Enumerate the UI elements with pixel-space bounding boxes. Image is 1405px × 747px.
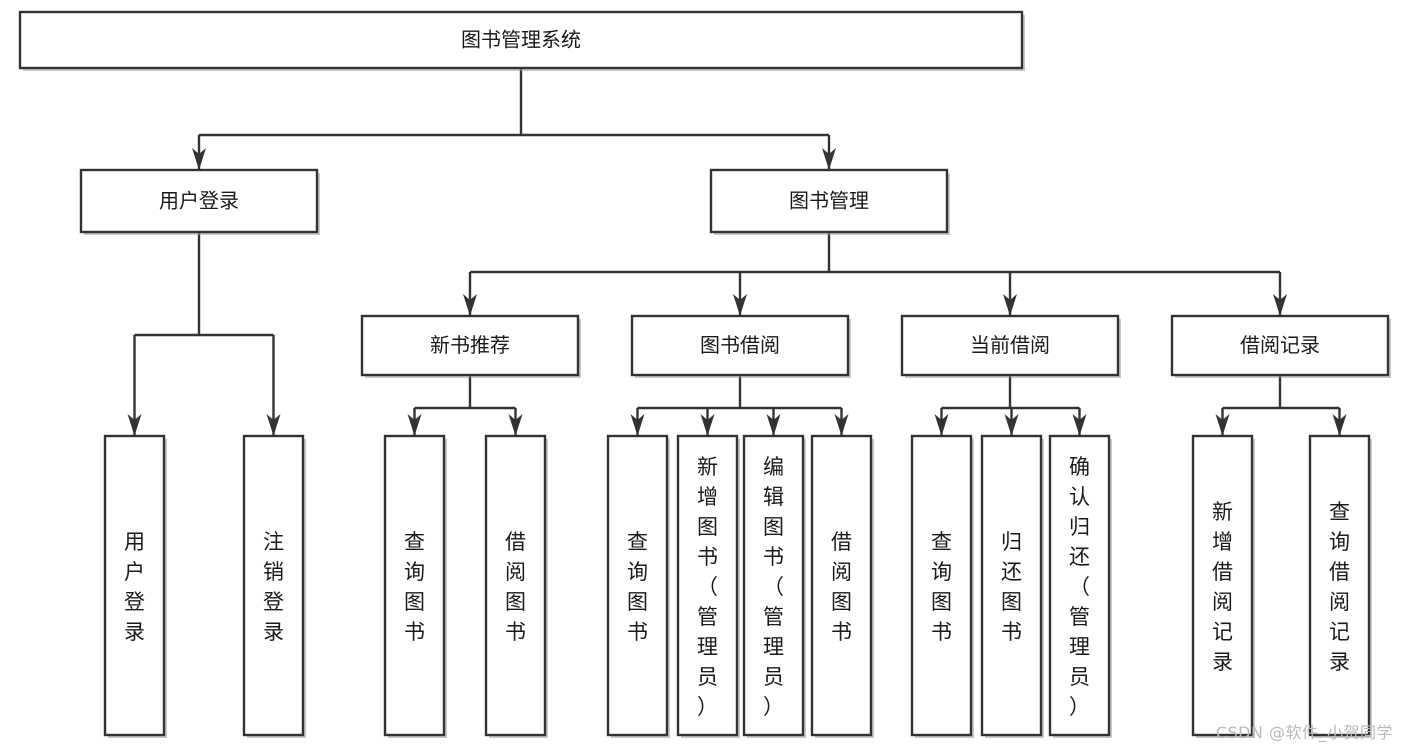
node-book-borrow[interactable]: 图书借阅 <box>630 314 851 378</box>
node-label: 新增借阅记录 <box>1212 500 1233 674</box>
node-rect[interactable] <box>242 434 305 737</box>
node-layer: 图书管理系统用户登录用户登录注销登录图书管理新书推荐查询图书借阅图书图书借阅查询… <box>18 10 1391 738</box>
node-rect[interactable] <box>910 434 973 737</box>
arrow-head <box>934 414 949 436</box>
node-root[interactable]: 图书管理系统 <box>18 10 1025 71</box>
node-leaf-return-book[interactable]: 归还图书 <box>980 434 1044 738</box>
node-leaf-borrow-book-1[interactable]: 借阅图书 <box>484 434 548 738</box>
node-label: 图书借阅 <box>700 333 780 357</box>
node-rect[interactable] <box>709 168 949 234</box>
node-leaf-edit-book[interactable]: 编辑图书（管理员） <box>742 434 806 738</box>
arrow-head <box>127 414 142 436</box>
node-leaf-borrow-book-2[interactable]: 借阅图书 <box>810 434 874 738</box>
node-leaf-user-login[interactable]: 用户登录 <box>103 434 167 738</box>
node-rect[interactable] <box>1191 434 1254 737</box>
node-rect[interactable] <box>810 434 873 737</box>
node-rect[interactable] <box>1170 314 1390 377</box>
arrow-head <box>508 414 523 436</box>
node-new-book-rec[interactable]: 新书推荐 <box>360 314 581 378</box>
node-rect[interactable] <box>18 10 1024 70</box>
node-leaf-query-book-2[interactable]: 查询图书 <box>606 434 670 738</box>
arrow-head <box>266 414 281 436</box>
arrow-head <box>463 294 477 316</box>
node-rect[interactable] <box>360 314 580 377</box>
node-rect[interactable] <box>484 434 547 737</box>
node-label: 编辑图书（管理员） <box>763 455 784 719</box>
arrow-head <box>766 414 781 436</box>
arrow-head <box>630 414 645 436</box>
node-leaf-add-record[interactable]: 新增借阅记录 <box>1191 434 1255 738</box>
node-borrow-records[interactable]: 借阅记录 <box>1170 314 1391 378</box>
arrow-head <box>1332 414 1347 436</box>
node-rect[interactable] <box>1308 434 1371 737</box>
node-label: 确认归还（管理员） <box>1069 455 1090 719</box>
node-rect[interactable] <box>606 434 669 737</box>
arrow-head <box>1072 414 1087 436</box>
node-rect[interactable] <box>900 314 1120 377</box>
node-rect[interactable] <box>383 434 446 737</box>
node-label: 查询图书 <box>404 530 425 644</box>
node-label: 注销登录 <box>263 530 284 644</box>
node-label: 当前借阅 <box>970 333 1050 357</box>
node-label: 借阅图书 <box>505 530 526 644</box>
connector-layer <box>127 68 1347 436</box>
node-label: 查询借阅记录 <box>1329 500 1350 674</box>
node-rect[interactable] <box>676 434 739 737</box>
node-rect[interactable] <box>1048 434 1111 737</box>
node-label: 用户登录 <box>159 189 239 213</box>
node-label: 新增图书（管理员） <box>697 455 718 719</box>
node-label: 查询图书 <box>931 530 952 644</box>
arrow-head <box>733 294 747 316</box>
arrow-head <box>407 414 422 436</box>
node-label: 查询图书 <box>627 530 648 644</box>
arrow-head <box>1004 414 1019 436</box>
node-rect[interactable] <box>79 168 319 234</box>
node-label: 借阅记录 <box>1240 333 1320 357</box>
node-current-borrow[interactable]: 当前借阅 <box>900 314 1121 378</box>
node-leaf-confirm-return[interactable]: 确认归还（管理员） <box>1048 434 1112 738</box>
arrow-head <box>1273 294 1287 316</box>
node-rect[interactable] <box>980 434 1043 737</box>
node-leaf-user-logout[interactable]: 注销登录 <box>242 434 306 738</box>
watermark-label: CSDN @软件_小贺同学 <box>1215 723 1393 742</box>
node-rect[interactable] <box>742 434 805 737</box>
arrow-head <box>700 414 715 436</box>
node-book-manage[interactable]: 图书管理 <box>709 168 950 235</box>
node-leaf-query-book-1[interactable]: 查询图书 <box>383 434 447 738</box>
node-rect[interactable] <box>630 314 850 377</box>
node-label: 归还图书 <box>1001 530 1022 644</box>
node-leaf-query-book-3[interactable]: 查询图书 <box>910 434 974 738</box>
arrow-head <box>834 414 849 436</box>
node-user-login[interactable]: 用户登录 <box>79 168 320 235</box>
arrow-head <box>1003 294 1017 316</box>
node-label: 新书推荐 <box>430 333 510 357</box>
arrow-head <box>192 148 206 170</box>
node-leaf-add-book[interactable]: 新增图书（管理员） <box>676 434 740 738</box>
node-label: 图书管理系统 <box>461 28 581 52</box>
node-label: 用户登录 <box>124 530 145 644</box>
node-label: 借阅图书 <box>831 530 852 644</box>
node-leaf-query-record[interactable]: 查询借阅记录 <box>1308 434 1372 738</box>
node-label: 图书管理 <box>789 189 869 213</box>
arrow-head <box>822 148 836 170</box>
arrow-head <box>1215 414 1230 436</box>
node-rect[interactable] <box>103 434 166 737</box>
